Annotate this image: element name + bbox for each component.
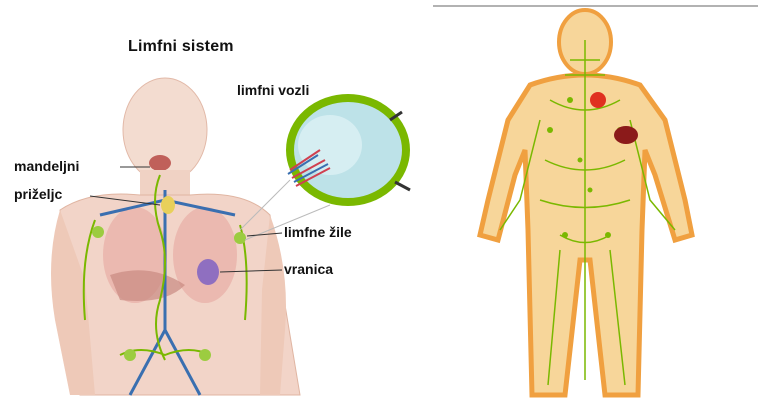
groin-node-cluster-left <box>124 349 136 361</box>
label-lymph-vessels: limfne žile <box>284 224 352 240</box>
body-silhouette <box>480 10 692 395</box>
open-mouth <box>149 155 171 171</box>
full-body-figure <box>430 0 758 399</box>
label-spleen: vranica <box>284 261 333 277</box>
torso-illustration <box>0 0 430 399</box>
label-thymus: priželjc <box>14 186 62 202</box>
armpit-node-cluster-left <box>92 226 104 238</box>
label-tonsils: mandeljni <box>14 158 79 174</box>
spleen-red-mark <box>614 126 638 144</box>
thymus-red-mark <box>590 92 606 108</box>
lymphatic-illustration-panel: Limfni sistem limfni vozli mandeljni pri… <box>0 0 430 399</box>
groin-node-cluster-right <box>199 349 211 361</box>
label-lymph-nodes: limfni vozli <box>237 82 309 98</box>
lymph-node-interior <box>298 115 362 175</box>
armpit-node-cluster <box>234 232 246 244</box>
spleen-organ <box>197 259 219 285</box>
right-lung <box>173 207 237 303</box>
thymus-organ <box>161 196 175 214</box>
diagram-title: Limfni sistem <box>128 38 234 56</box>
full-body-lymph-panel <box>430 0 758 399</box>
